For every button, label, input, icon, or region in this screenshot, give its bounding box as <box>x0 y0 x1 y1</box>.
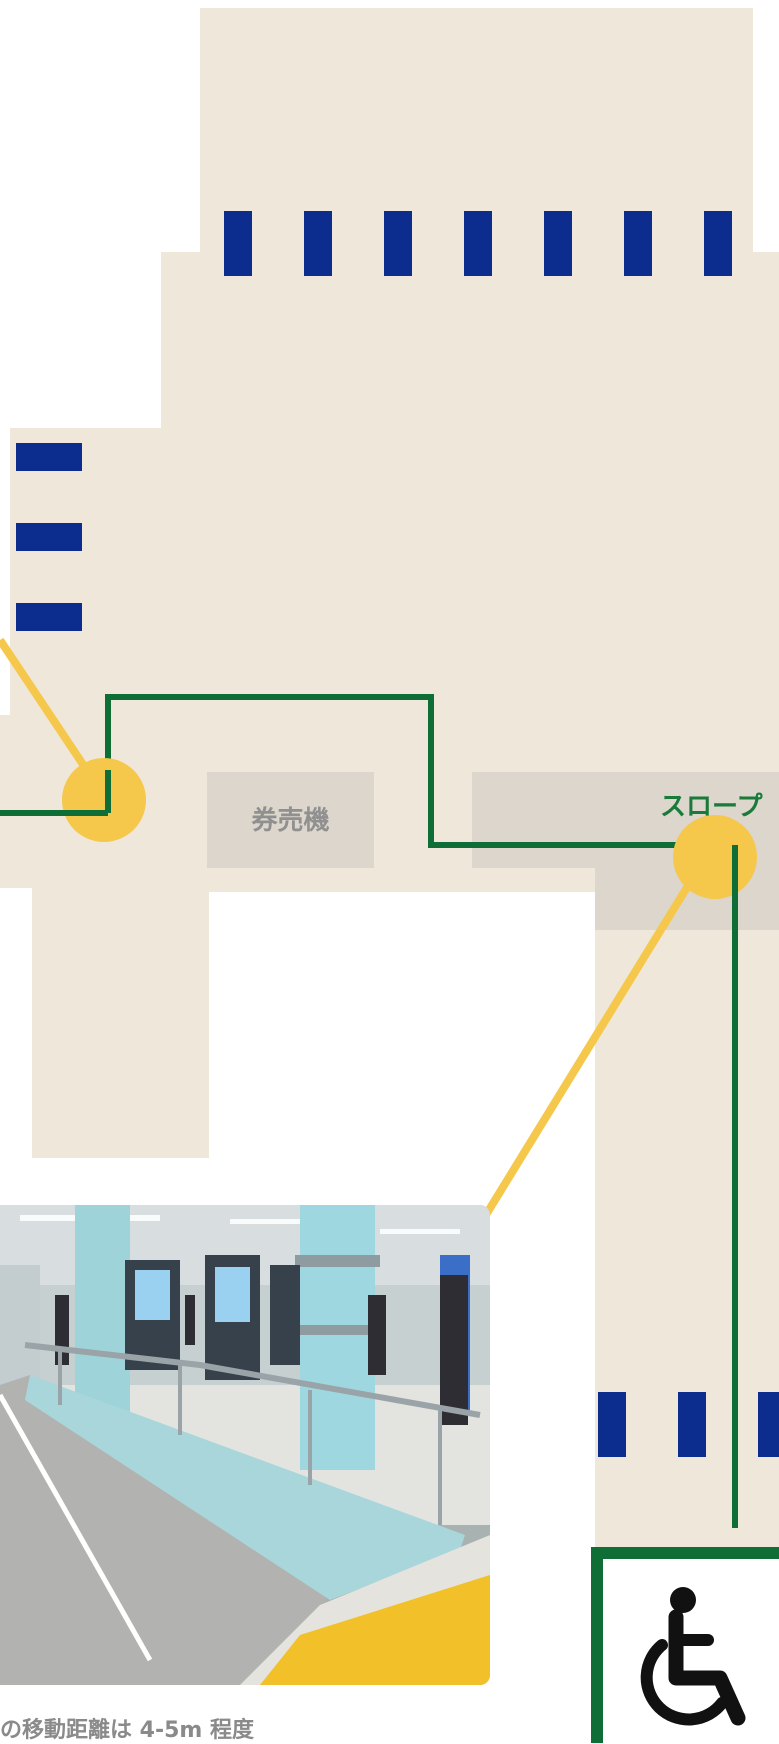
slope-label: スロープ <box>660 792 763 822</box>
floor-left-column <box>32 880 209 1158</box>
ticket-machine-label: 券売機 <box>251 806 330 836</box>
floor-areas <box>0 8 779 1743</box>
ticket-machine-area <box>207 772 374 868</box>
wheelchair-box <box>591 1547 779 1743</box>
floor-left-edge <box>0 715 30 888</box>
callout-point-slope <box>673 815 757 899</box>
photo-tactile-paving <box>260 1575 490 1685</box>
photo-people <box>55 1275 468 1425</box>
gate-markers-bottom <box>598 1392 779 1457</box>
callout-line-left <box>0 637 96 781</box>
gate-markers-left <box>16 443 82 631</box>
callout-point-left <box>62 758 146 842</box>
station-slope-photo <box>0 1205 490 1685</box>
photo-handrail <box>24 1342 481 1418</box>
callout-line-slope <box>480 855 709 1221</box>
photo-slope-wall <box>25 1375 465 1600</box>
photo-slope-floor <box>0 1375 330 1685</box>
photo-caption: の移動距離は 4-5m 程度 <box>0 1718 254 1743</box>
gate-markers-top <box>224 211 732 276</box>
wheelchair-icon <box>640 1587 746 1726</box>
